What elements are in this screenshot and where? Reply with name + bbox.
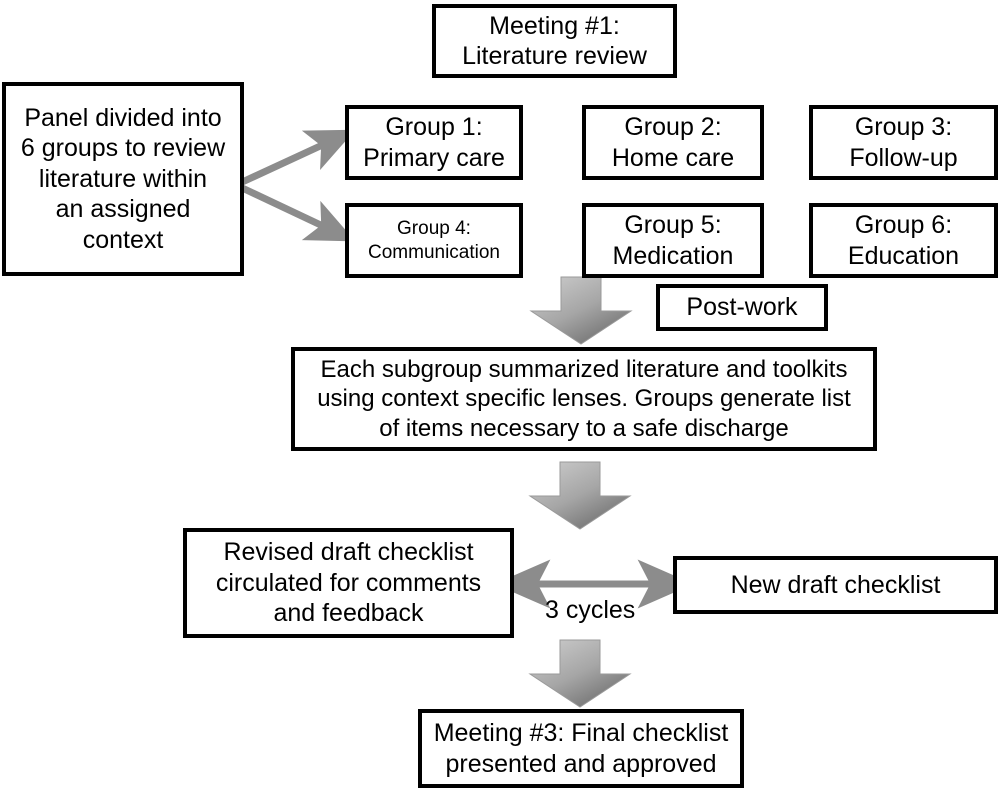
node-group-2-label: Group 2: Home care <box>611 113 735 172</box>
node-summary-label: Each subgroup summarized literature and … <box>317 356 851 442</box>
node-meeting-1[interactable]: Meeting #1: Literature review <box>432 4 677 78</box>
node-summary[interactable]: Each subgroup summarized literature and … <box>291 347 877 451</box>
node-new-draft[interactable]: New draft checklist <box>673 556 998 614</box>
node-group-5-label: Group 5: Medication <box>612 211 734 270</box>
down-arrow-cycle-to-meeting3 <box>528 639 632 708</box>
node-group-4[interactable]: Group 4: Communication <box>345 203 523 278</box>
node-meeting-3-label: Meeting #3: Final checklist presented an… <box>433 719 729 778</box>
node-group-2[interactable]: Group 2: Home care <box>582 105 764 180</box>
node-revised-draft[interactable]: Revised draft checklist circulated for c… <box>183 528 514 638</box>
node-group-1[interactable]: Group 1: Primary care <box>345 105 523 180</box>
edge-label-cycles: 3 cycles <box>545 596 636 624</box>
node-group-5[interactable]: Group 5: Medication <box>582 203 764 278</box>
down-arrow-groups-to-summary <box>529 276 633 345</box>
down-arrow-summary-to-revised <box>528 461 632 530</box>
node-group-3-label: Group 3: Follow-up <box>849 113 958 172</box>
branch-arrow-panel-to-group1 <box>236 128 356 188</box>
node-meeting-3[interactable]: Meeting #3: Final checklist presented an… <box>418 709 744 788</box>
node-post-work[interactable]: Post-work <box>656 284 828 331</box>
node-group-6-label: Group 6: Education <box>847 211 960 270</box>
node-post-work-label: Post-work <box>686 293 798 322</box>
node-group-6[interactable]: Group 6: Education <box>809 203 998 278</box>
node-group-3[interactable]: Group 3: Follow-up <box>809 105 998 180</box>
node-new-draft-label: New draft checklist <box>730 570 941 599</box>
node-meeting-1-label: Meeting #1: Literature review <box>462 11 647 71</box>
double-arrow-cycle <box>494 559 694 609</box>
node-panel[interactable]: Panel divided into 6 groups to review li… <box>2 82 244 276</box>
node-panel-label: Panel divided into 6 groups to review li… <box>20 103 226 254</box>
branch-arrow-panel-to-group4 <box>236 182 356 244</box>
node-group-4-label: Group 4: Communication <box>368 218 500 263</box>
node-group-1-label: Group 1: Primary care <box>363 113 505 172</box>
node-revised-draft-label: Revised draft checklist circulated for c… <box>215 538 482 628</box>
